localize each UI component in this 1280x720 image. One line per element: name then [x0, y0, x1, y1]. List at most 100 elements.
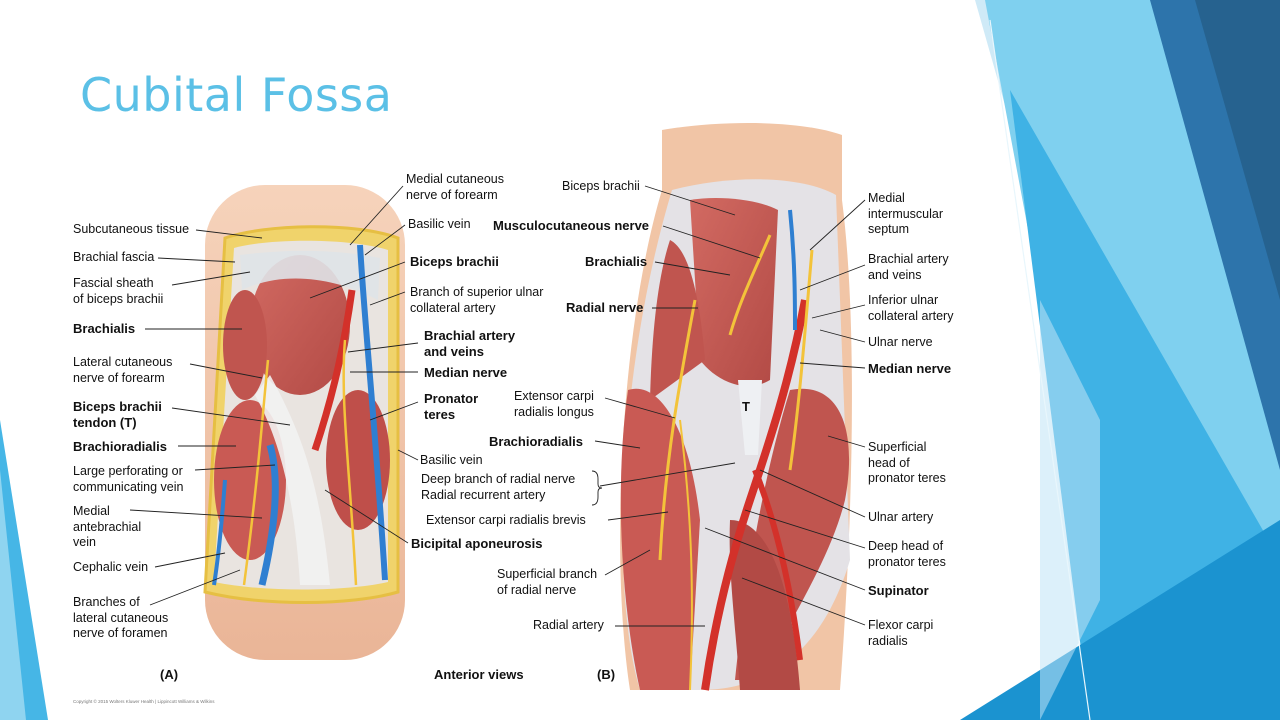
leader-line — [809, 199, 866, 251]
label-brachial-artery-veins-b: Brachial artery and veins — [868, 252, 949, 282]
label-medial-antebrachial-vein: Medial antebrachial vein — [73, 504, 142, 549]
leader-line — [157, 257, 236, 263]
panel-a-nerve-1 — [242, 359, 270, 586]
leader-line — [154, 552, 226, 568]
label-perforating-vein: Large perforating or communicating vein — [73, 464, 184, 494]
label-radial-nerve: Radial nerve — [566, 300, 644, 315]
leader-line — [364, 224, 406, 256]
panel-b-illustration — [620, 123, 852, 691]
label-fascial-sheath: Fascial sheath of biceps brachii — [73, 276, 164, 306]
panel-b-flexor — [729, 520, 800, 690]
leader-line — [604, 397, 676, 419]
label-bicipital-aponeurosis: Bicipital aponeurosis — [411, 536, 543, 551]
panel-a-brachioradialis — [214, 400, 286, 560]
label-flexor-carpi-radialis: Flexor carpi radialis — [868, 618, 934, 648]
panel-b-brachialis — [650, 240, 705, 400]
leader-line — [704, 527, 866, 591]
panel-a-aponeurosis — [255, 375, 330, 585]
label-branches-lateral-cutaneous: Branches of lateral cutaneous nerve of f… — [73, 595, 169, 640]
label-medial-cutaneous-nerve: Medial cutaneous nerve of forearm — [406, 172, 504, 202]
leader-line — [644, 185, 736, 216]
label-lateral-cutaneous-nerve: Lateral cutaneous nerve of forearm — [73, 355, 173, 385]
label-cephalic-vein: Cephalic vein — [73, 560, 149, 574]
leader-line — [799, 264, 866, 291]
label-superficial-head-pronator: Superficial head of pronator teres — [868, 440, 946, 485]
leader-line — [369, 291, 406, 306]
panel-a-cephalic-vein — [212, 479, 227, 586]
label-deep-branch-radial-nerve: Deep branch of radial nerve Radial recur… — [421, 472, 576, 502]
label-radial-artery: Radial artery — [533, 618, 604, 632]
label-ulnar-artery: Ulnar artery — [868, 510, 934, 524]
panel-a-biceps — [250, 255, 350, 395]
view-caption: Anterior views — [434, 667, 524, 682]
label-tendon-t: T — [742, 399, 750, 414]
label-biceps-tendon: Biceps brachii tendon (T) — [73, 399, 162, 430]
leader-line — [599, 462, 736, 487]
leader-line — [654, 261, 731, 276]
panel-b-musculocutaneous-nerve — [728, 234, 772, 336]
label-basilic-vein-lower: Basilic vein — [420, 453, 483, 467]
deco-line — [989, 19, 1091, 720]
panel-a-fascia — [240, 250, 380, 300]
label-brachioradialis-a: Brachioradialis — [73, 439, 167, 454]
label-superficial-branch-radial-nerve: Superficial branch of radial nerve — [497, 567, 598, 597]
label-subcutaneous-tissue: Subcutaneous tissue — [73, 222, 190, 236]
label-brachial-artery-veins-a: Brachial artery and veins — [424, 328, 516, 359]
panel-a-letter: (A) — [160, 667, 179, 682]
panel-b-letter: (B) — [597, 667, 616, 682]
panel-b-median-nerve — [788, 249, 814, 471]
leader-line — [369, 401, 419, 421]
label-deep-head-pronator: Deep head of pronator teres — [868, 539, 946, 569]
leader-line — [189, 363, 263, 379]
deco-shape-pale — [1040, 300, 1100, 720]
leader-line — [819, 329, 866, 343]
leader-line — [171, 271, 251, 286]
label-biceps-brachii: Biceps brachii — [410, 254, 499, 269]
label-median-nerve-b: Median nerve — [868, 361, 952, 376]
label-extensor-carpi-radialis-brevis: Extensor carpi radialis brevis — [426, 513, 586, 527]
panel-a-brachialis — [223, 290, 267, 400]
label-brachial-fascia: Brachial fascia — [73, 250, 155, 264]
leader-line — [594, 440, 641, 449]
panel-b-ulnar-artery — [752, 468, 803, 661]
leader-line — [799, 362, 866, 369]
label-pronator-teres: Pronator teres — [424, 391, 479, 422]
leader-line — [129, 509, 263, 519]
panel-b-tendon — [738, 380, 762, 455]
panel-a-nerve-2 — [342, 339, 358, 586]
panel-a-brachial-artery — [311, 289, 356, 452]
leader-line — [741, 577, 866, 626]
panel-b-vein — [788, 209, 797, 331]
leader-line — [149, 569, 241, 606]
leader-line — [171, 407, 291, 426]
slide-title: Cubital Fossa — [80, 68, 393, 122]
leader-line — [607, 511, 669, 521]
leader-lines — [129, 185, 866, 627]
label-inferior-ulnar-collateral: Inferior ulnar collateral artery — [868, 293, 954, 323]
panel-b-radial-nerve — [658, 299, 697, 561]
leader-line — [397, 449, 419, 461]
leader-line — [194, 464, 276, 471]
leader-line — [662, 225, 761, 259]
label-brachialis-b: Brachialis — [585, 254, 648, 269]
deco-shape-left-light — [0, 470, 26, 720]
label-supinator: Supinator — [868, 583, 929, 598]
panel-b-brachial-artery — [701, 299, 809, 691]
copyright-notice: Copyright © 2015 Wolters Kluwer Health |… — [73, 699, 215, 704]
label-basilic-vein: Basilic vein — [408, 217, 471, 231]
leader-line — [759, 469, 866, 518]
leader-line — [309, 261, 406, 299]
label-medial-intermuscular-septum: Medial intermuscular septum — [868, 191, 944, 236]
leader-line — [604, 549, 651, 576]
leader-line — [195, 229, 263, 239]
label-musculocutaneous-nerve: Musculocutaneous nerve — [493, 218, 650, 233]
leader-line — [811, 304, 866, 319]
label-biceps-brachii-b: Biceps brachii — [562, 179, 640, 193]
label-extensor-carpi-radialis-longus: Extensor carpi radialis longus — [514, 389, 594, 419]
label-brachialis-a: Brachialis — [73, 321, 136, 336]
leader-line — [324, 489, 409, 544]
leader-line — [347, 342, 419, 353]
